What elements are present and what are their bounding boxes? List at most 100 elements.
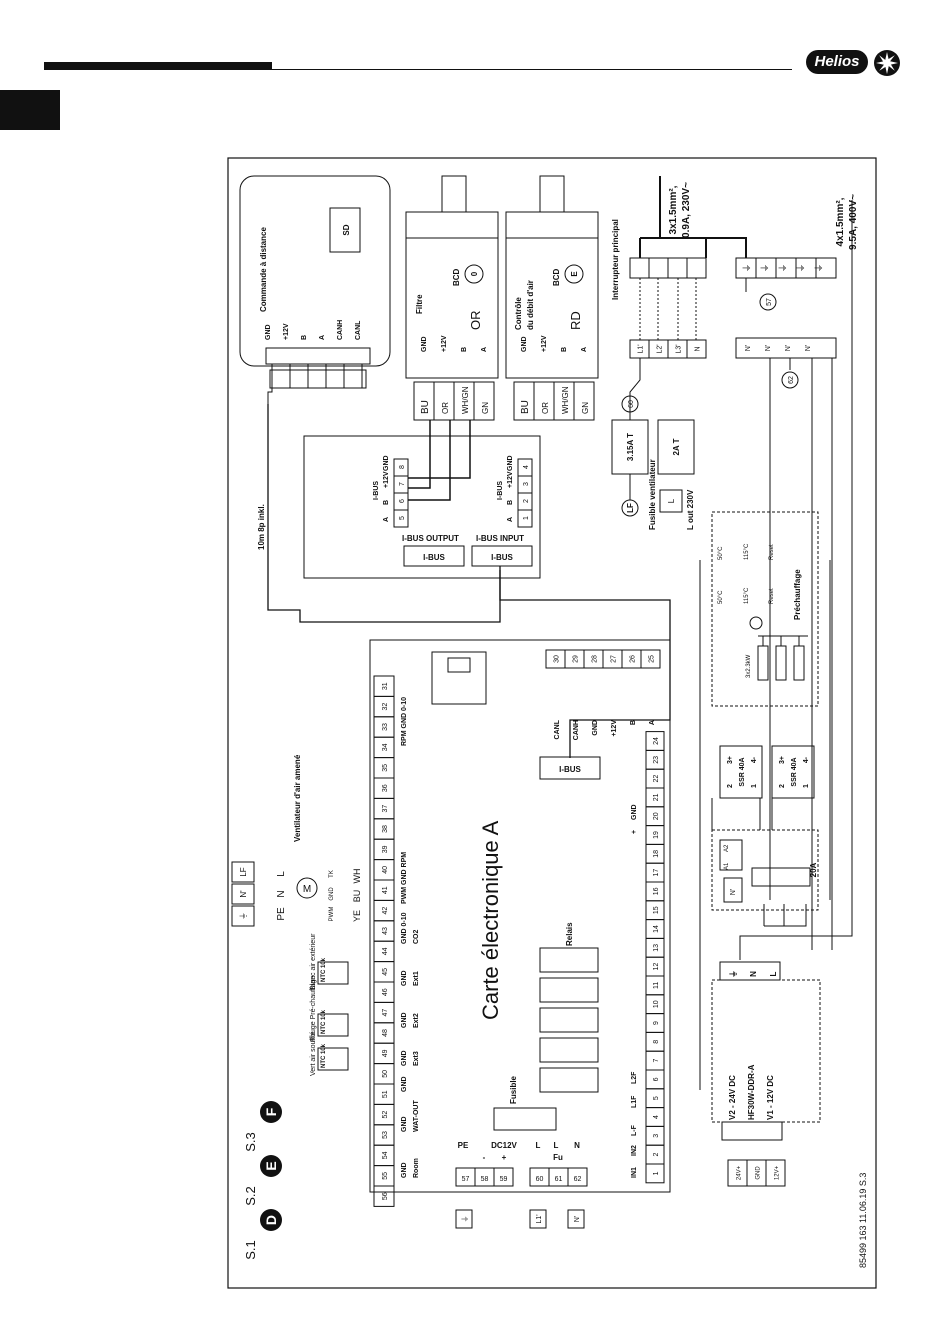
filter-bcd: BCD — [452, 268, 461, 286]
airflow-sensor: E BCD RD Contrôle du débit d'air GND+12V… — [505, 175, 599, 421]
wire-color-2: WH/GN — [461, 386, 470, 414]
can-label-2: GND — [592, 720, 599, 736]
remote-pin-4: CANH — [337, 320, 344, 340]
left-sig-7: Ext3 — [413, 1051, 420, 1066]
ibus-pin-box — [517, 458, 533, 477]
bottom-label-5: L — [554, 1141, 559, 1150]
ibus-pin-5: 5 — [399, 516, 406, 520]
bottom-label-1: DC12V — [491, 1141, 517, 1150]
neutral-term-3: N' — [805, 345, 812, 351]
right-term-22: 22 — [653, 775, 660, 783]
ssr-pin: 1 — [803, 784, 810, 788]
contactor-20a: 20A A1 A2 N' — [711, 829, 819, 927]
left-term-51: 51 — [382, 1090, 389, 1098]
ssr-pin: 2 — [779, 784, 786, 788]
psu-out-2: 12V+ — [775, 1165, 781, 1180]
psu-in-0: ⏚ — [729, 970, 738, 978]
right-term-20: 20 — [653, 812, 660, 820]
ibus-input-label: I-BUS INPUT — [476, 534, 524, 543]
fuse-l-label: L — [667, 498, 676, 503]
ntc-2 — [317, 1047, 349, 1071]
wire-color-1: OR — [441, 402, 450, 414]
bottom-term-box — [567, 1167, 588, 1187]
right-term-6: 6 — [653, 1077, 660, 1081]
ref-circle — [759, 293, 777, 311]
preheat-label: Préchauffage — [793, 569, 802, 620]
preheat-t2b: 115°C — [744, 587, 750, 604]
fan-conn-2: PE — [276, 907, 287, 921]
preheat-t1: 50°C — [718, 546, 724, 560]
right-sig-3: L1F — [631, 1095, 638, 1108]
relay-3 — [539, 977, 599, 1003]
wire-color-0: BU — [420, 400, 431, 414]
fuse1-label: 3.15A T — [626, 433, 635, 461]
left-term-33: 33 — [382, 723, 389, 731]
bottom-label-3: + — [502, 1153, 507, 1162]
can-pin-29: 29 — [573, 655, 580, 663]
fuse-lf-label: LF — [626, 503, 635, 513]
ibus-pin-2: 2 — [523, 499, 530, 503]
right-term-12: 12 — [653, 963, 660, 971]
sensor-pin-3: A — [581, 347, 588, 352]
left-term-32: 32 — [382, 703, 389, 711]
bottom-label-6: Fu — [553, 1153, 563, 1162]
neutral-bar: N'N'N'N'⏚⏚⏚⏚⏚ — [735, 263, 837, 359]
earth-term-2: ⏚ — [778, 263, 788, 272]
filter-label: Filtre — [415, 294, 424, 314]
contactor-label: 20A — [809, 862, 818, 877]
ibus-sig-2: +12V — [507, 471, 514, 488]
lang-letter-0: D — [263, 1215, 279, 1225]
bottom-label-4: L — [536, 1141, 541, 1150]
right-term-5: 5 — [653, 1096, 660, 1100]
right-sig-6: GND — [631, 804, 638, 820]
ibus-sig-2: +12V — [383, 471, 390, 488]
fan-sig-2: PWM — [329, 907, 335, 922]
preheat-reset: Reset — [769, 544, 775, 560]
right-term-8: 8 — [653, 1040, 660, 1044]
ibus-pin-1: 1 — [523, 516, 530, 520]
left-term-54: 54 — [382, 1151, 389, 1159]
filter-knob: 0 — [470, 271, 479, 276]
header-rule-thick — [44, 62, 272, 70]
remote-pin-0: GND — [265, 324, 272, 340]
doc-code: 85499 163 11.06.19 S.3 — [858, 1173, 868, 1268]
left-term-42: 42 — [382, 907, 389, 915]
ibus-sig-1: B — [383, 500, 390, 505]
fan-sig-1: GND — [329, 887, 335, 901]
sensor-pin-0: GND — [521, 336, 528, 352]
flow-label-1: Contrôle — [514, 297, 523, 330]
fuse2-label: 2A T — [672, 438, 681, 455]
page-ref-2: S.3 — [243, 1132, 258, 1152]
fuse-block: 3.15A T 2A T L Fusible ventilateur L out… — [611, 419, 695, 530]
psu-out-1: GND — [756, 1166, 762, 1180]
preheat-t2: 115°C — [744, 543, 750, 560]
contactor-n: N' — [730, 889, 737, 895]
ibus-head: I-BUS — [373, 481, 380, 500]
left-term-47: 47 — [382, 1009, 389, 1017]
psu-out-2-box — [765, 1159, 786, 1187]
lang-badge-0 — [260, 1209, 282, 1231]
earth-bar: 4x1.5mm², 9.5A, 400V~ — [706, 194, 859, 279]
wire-color-3: GN — [581, 402, 590, 414]
right-sig-4: L2F — [631, 1071, 638, 1084]
preheat-resetb: Reset — [769, 588, 775, 604]
ibus-sig-1: B — [507, 500, 514, 505]
left-sig-10: GND — [401, 970, 408, 986]
right-term-15: 15 — [653, 906, 660, 914]
fuse-label-2: L out 230V — [686, 489, 695, 530]
ext-term-box — [455, 1209, 473, 1229]
ext-term-box — [567, 1209, 585, 1229]
right-term-9: 9 — [653, 1021, 660, 1025]
left-term-39: 39 — [382, 845, 389, 853]
remote-pin-1: +12V — [283, 323, 290, 340]
switch-term-1: L2' — [657, 344, 664, 353]
psu-out-0: 24V+ — [737, 1165, 743, 1180]
board-ibus-port: I-BUS — [559, 765, 581, 774]
switch-term-0: L1' — [638, 344, 645, 353]
left-term-50: 50 — [382, 1070, 389, 1078]
remote-label: Commande à distance — [259, 227, 268, 312]
bottom-term-59: 59 — [500, 1176, 508, 1183]
can-pin-25: 25 — [649, 655, 656, 663]
supply2-line2: 9.5A, 400V~ — [848, 194, 859, 250]
